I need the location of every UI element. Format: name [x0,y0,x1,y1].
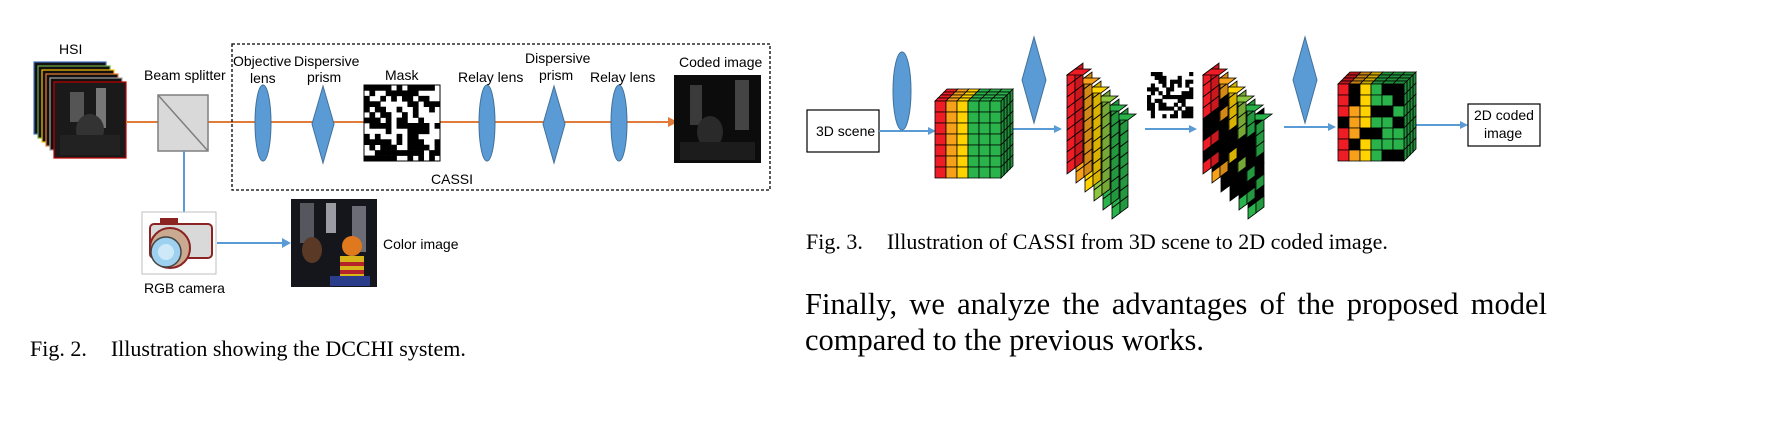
objective-lens [254,84,272,162]
fig2-diagram: HSI Beam splitter Objective lens Dispers… [0,0,790,300]
fig2-caption-text: Illustration showing the DCCHI system. [110,336,466,361]
relay-lens-1-label: Relay lens [458,69,524,85]
fig2-caption-label: Fig. 2. [30,336,87,361]
relay-lens-2-label: Relay lens [590,69,656,85]
mask-pattern [363,84,441,162]
cassi-label: CASSI [431,171,474,187]
dispersive-prism-2 [542,84,566,165]
scene-label: 3D scene [816,123,876,139]
fig3-lens [892,51,912,131]
coded-image [674,75,761,163]
objective-lens-label-1: Objective [233,53,292,69]
fig3-caption: Fig. 3. Illustration of CASSI from 3D sce… [806,229,1388,255]
rgb-camera-icon [141,211,217,275]
hsi-cube-stack [33,61,127,159]
fig2-graphics [33,43,771,287]
dispersive-prism-2-label-2: prism [539,67,574,83]
beam-splitter-label: Beam splitter [144,67,226,83]
coded-image-label: Coded image [679,54,763,70]
coded-image-box [1467,103,1541,147]
cassi-box [231,43,771,191]
dispersive-prism-1-label-1: Dispersive [294,53,360,69]
objective-lens-label-2: lens [250,70,276,86]
coded-label-2: image [1484,125,1523,141]
fig3-caption-text: Illustration of CASSI from 3D scene to 2… [886,229,1388,254]
coded-label-1: 2D coded [1474,107,1534,123]
fig3-prism-1 [1021,35,1047,125]
rgb-camera-label: RGB camera [144,280,225,296]
mask-label: Mask [385,67,419,83]
relay-lens-1 [478,84,496,162]
body-paragraph-line-1: Finally, we analyze the advantages of th… [805,287,1547,321]
color-image [291,199,377,287]
dispersive-prism-2-label-1: Dispersive [525,50,591,66]
dispersive-prism-1 [311,84,335,165]
fig3-diagram: 3D scene 2D coded image [790,0,1770,230]
color-image-label: Color image [383,236,459,252]
relay-lens-2 [610,84,628,162]
hsi-label: HSI [59,41,83,57]
fig3-prism-2 [1292,35,1318,125]
body-paragraph-line-2: compared to the previous works. [805,323,1204,357]
dispersive-prism-1-label-2: prism [307,69,342,85]
beam-splitter [157,94,209,152]
fig3-graphics [806,35,1541,220]
fig2-caption: Fig. 2. Illustration showing the DCCHI sy… [30,336,466,362]
fig3-caption-label: Fig. 3. [806,229,863,254]
fig3-mask [1147,72,1194,119]
